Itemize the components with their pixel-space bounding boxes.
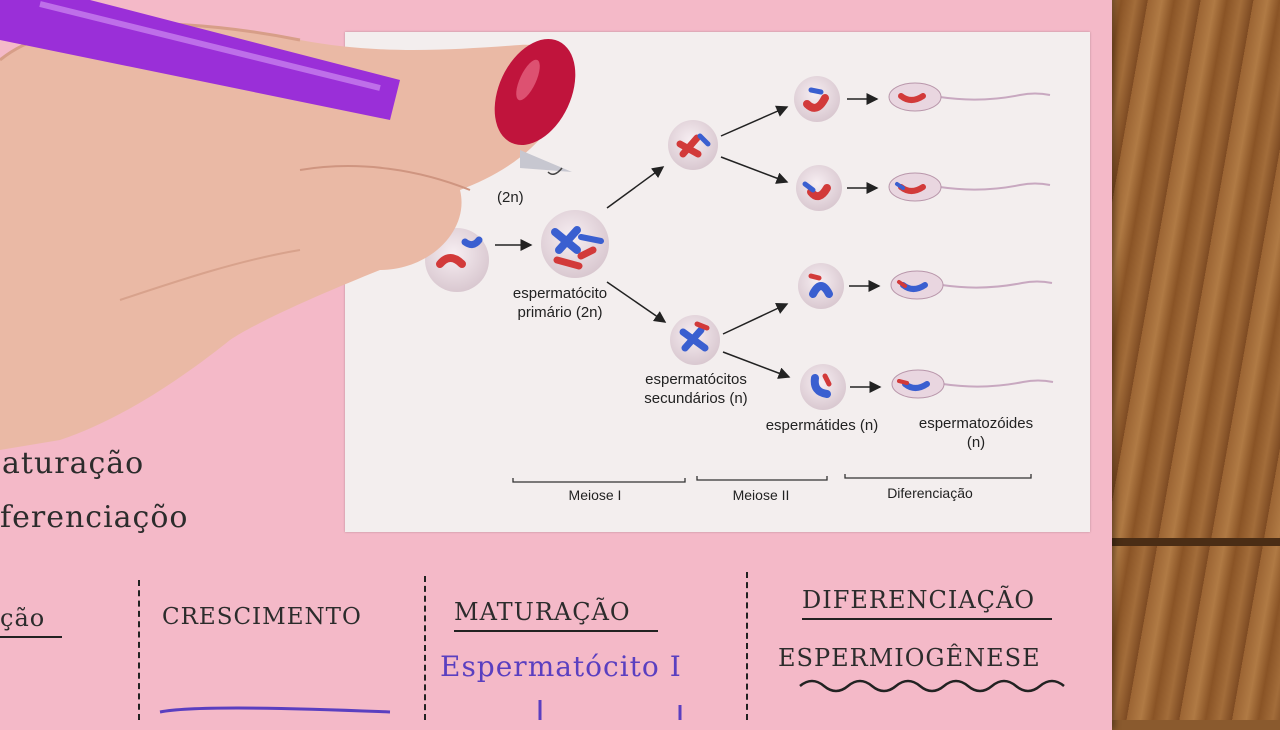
col0-underline (0, 636, 62, 638)
partial-purple-strokes (538, 700, 682, 720)
spermatozoon-2 (888, 172, 1051, 202)
spermatid-1 (794, 76, 840, 122)
spermatid-2 (796, 165, 842, 211)
label-2n: (2n) (497, 189, 524, 206)
spermatid-3 (798, 263, 844, 309)
label-meiosis-1: Meiose I (568, 487, 622, 503)
diagram-drawing (425, 76, 1054, 483)
note-diferenciacao-partial: ferenciaçõo (0, 500, 189, 535)
label-primary-spermatocyte: espermatócito primário (2n) (512, 285, 608, 321)
column-divider-2 (424, 576, 426, 720)
label-differentiation: Diferenciação (887, 485, 973, 501)
spermatozoon-4 (891, 369, 1054, 399)
secondary-spermatocyte-top (668, 120, 718, 170)
col1-heading: CRESCIMENTO (162, 604, 362, 630)
column-divider-3 (746, 572, 748, 720)
spermatozoon-3 (890, 270, 1053, 300)
pen (0, 0, 572, 175)
hand-holding-pen (0, 22, 576, 450)
col3-subheading: ESPERMIOGÊNESE (778, 644, 1041, 672)
label-spermatozoa: espermatozóides (n) (918, 415, 1034, 451)
note-espermatocito: Espermatócito I (440, 650, 682, 683)
col3-heading: DIFERENCIAÇÃO (802, 586, 1036, 614)
col2-heading: MATURAÇÃO (454, 598, 631, 626)
column-divider-1 (138, 580, 140, 720)
arrows (495, 93, 882, 393)
primary-spermatocyte-cell (541, 210, 609, 278)
label-spermatids: espermátides (n) (765, 417, 879, 434)
fingernail (494, 39, 576, 145)
spermatozoon-1 (888, 82, 1051, 112)
label-meiosis-2: Meiose II (732, 487, 790, 503)
note-maturacao-partial: aturação (2, 446, 145, 481)
label-secondary-spermatocytes: espermatócitos secundários (n) (644, 371, 748, 407)
table-seam (1095, 538, 1280, 546)
col2-underline (454, 630, 658, 632)
col0-heading: ção (0, 604, 46, 632)
wooden-table (1095, 0, 1280, 720)
partial-purple-text (159, 706, 391, 714)
secondary-spermatocyte-bottom (670, 315, 720, 365)
wavy-underline (799, 679, 1065, 693)
stage-brackets (512, 474, 1032, 483)
spermatid-4 (800, 364, 846, 410)
col3-underline (802, 618, 1052, 620)
